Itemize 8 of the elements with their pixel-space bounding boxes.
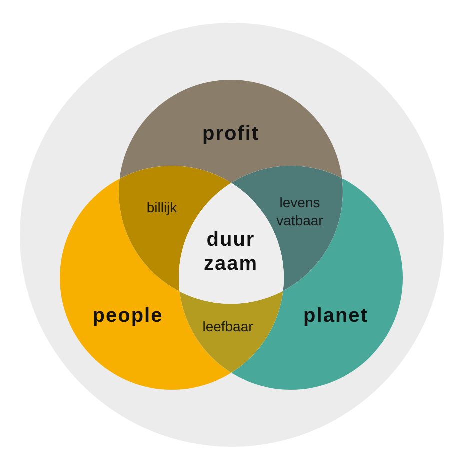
overlap-label: leefbaar	[202, 318, 254, 336]
overlap-label: billijk	[146, 199, 178, 217]
circle-label: planet	[304, 304, 368, 328]
center-label: duur zaam	[204, 228, 258, 276]
circle-label: profit	[202, 122, 260, 146]
background-circle	[20, 23, 444, 447]
circle-label: people	[92, 304, 164, 328]
overlap-label: levens vatbaar	[276, 194, 324, 230]
